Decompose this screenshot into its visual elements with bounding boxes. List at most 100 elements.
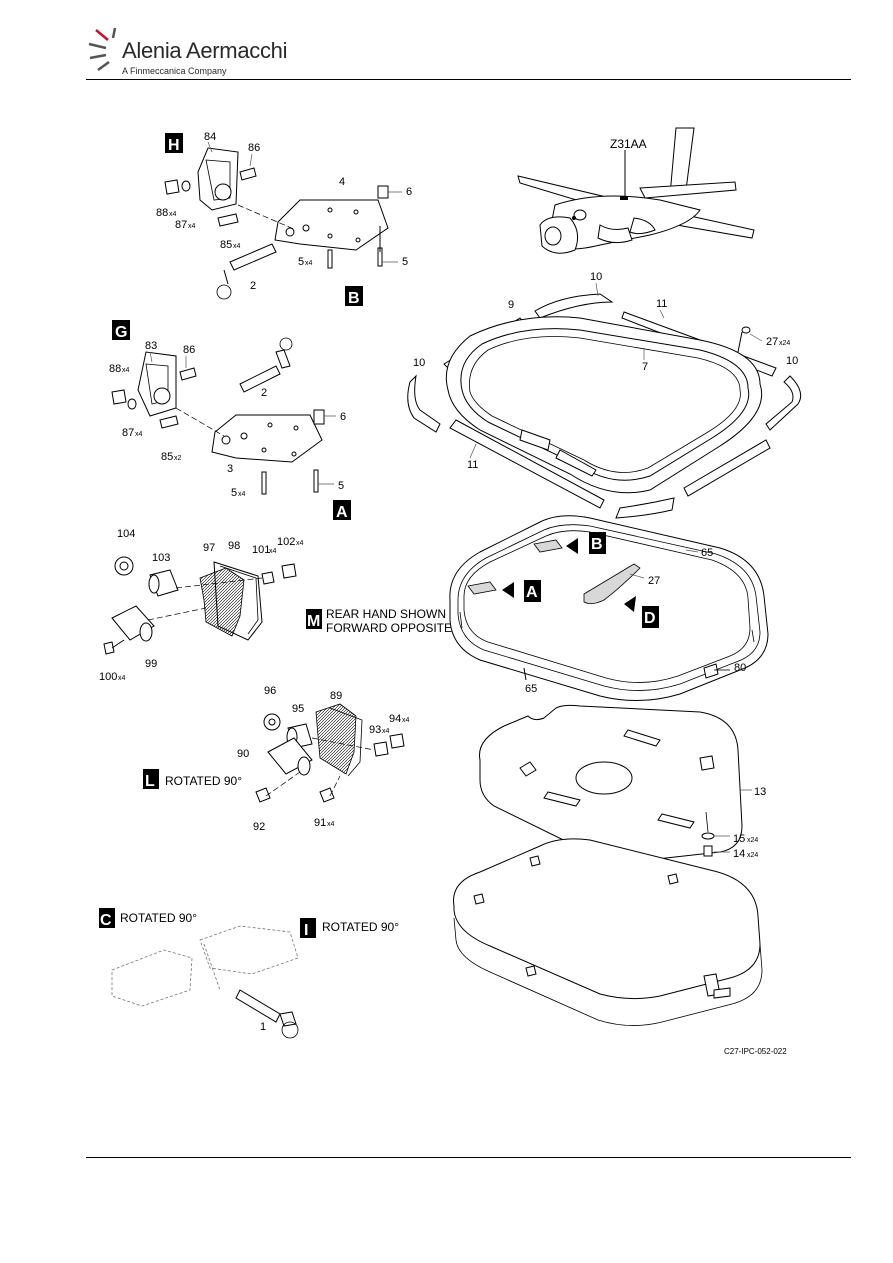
callout-27-door: 27 [648, 575, 660, 587]
callout-97: 97 [203, 542, 215, 554]
callout-88-h-qty: x4 [169, 211, 177, 218]
seal-frame-assembly [407, 293, 802, 519]
callout-85-g: 85 [161, 451, 173, 463]
callout-83: 83 [145, 340, 157, 352]
callout-10-right: 10 [786, 355, 798, 367]
view-letter-i-box [300, 918, 316, 938]
callout-91: 91 [314, 817, 326, 829]
callout-14-qty: x24 [747, 852, 758, 859]
callout-91-qty: x4 [327, 821, 335, 828]
callout-100: 100 [99, 671, 117, 683]
view-letter-i: I [304, 922, 308, 939]
brand-logo [86, 24, 286, 80]
callout-5-b-right: 5 [402, 256, 408, 268]
view-l-assembly [255, 703, 405, 803]
view-letter-l: L [145, 773, 155, 790]
backing-plate [479, 704, 752, 861]
bottom-frame [453, 838, 763, 1026]
callout-27-screw: 27 [766, 336, 778, 348]
callout-95: 95 [292, 703, 304, 715]
callout-2-g: 2 [261, 387, 267, 399]
view-letter-g-box [112, 320, 130, 340]
caption-l: ROTATED 90° [165, 774, 242, 788]
arrow-b-icon [566, 538, 578, 554]
callout-99: 99 [145, 658, 157, 670]
callout-103: 103 [152, 552, 170, 564]
callout-10-left: 10 [413, 357, 425, 369]
callout-86-h: 86 [248, 142, 260, 154]
callout-102-qty: x4 [296, 540, 304, 547]
callout-87-g: 87 [122, 427, 134, 439]
footer-rule [86, 1157, 851, 1158]
header-rule [86, 79, 851, 80]
arrow-a-icon [502, 582, 514, 598]
callout-88-g: 88 [109, 363, 121, 375]
view-letter-l-box [143, 769, 159, 789]
view-letter-b-box [345, 286, 363, 306]
callout-3: 3 [227, 463, 233, 475]
callout-89: 89 [330, 690, 342, 702]
view-letter-b-door-box [589, 532, 606, 554]
caption-m-line1: REAR HAND SHOWN [326, 607, 446, 621]
callout-98: 98 [228, 540, 240, 552]
view-letter-b-door: B [591, 536, 603, 553]
callout-11-bottom: 11 [467, 459, 478, 471]
callout-11-top: 11 [656, 298, 667, 310]
callout-4: 4 [339, 176, 345, 188]
callout-86-g: 86 [183, 344, 195, 356]
aircraft-locator [517, 127, 755, 254]
view-letter-a-door-box [524, 580, 541, 602]
brand-name: Alenia Aermacchi [122, 38, 288, 63]
callout-101: 101 [252, 544, 270, 556]
callout-102: 102 [277, 536, 295, 548]
aircraft-code: Z31AA [610, 137, 647, 151]
callout-9: 9 [508, 299, 514, 311]
callout-96: 96 [264, 685, 276, 697]
view-letter-d: D [644, 610, 656, 627]
callout-92: 92 [253, 821, 265, 833]
callout-65-top: 65 [701, 547, 713, 559]
view-letter-c: C [100, 912, 112, 929]
callout-65-bottom: 65 [525, 683, 537, 695]
caption-m-line2: FORWARD OPPOSITE [326, 621, 452, 635]
view-letter-d-box [642, 606, 659, 628]
callout-13: 13 [754, 786, 766, 798]
callout-80: 80 [734, 662, 746, 674]
callout-1: 1 [260, 1021, 266, 1033]
callout-93: 93 [369, 724, 381, 736]
view-letter-h-box [165, 133, 183, 153]
door-panel-assembly [449, 515, 769, 701]
callout-14: 14 [733, 848, 745, 860]
view-g-assembly [111, 337, 325, 495]
callout-87-h-qty: x4 [188, 223, 196, 230]
arrow-d-icon [624, 596, 636, 612]
callout-101-qty: x4 [269, 548, 277, 555]
callout-100-qty: x4 [118, 675, 126, 682]
view-h-assembly [164, 147, 389, 300]
view-letter-m: M [307, 613, 320, 630]
view-letter-a: A [336, 504, 348, 521]
caption-c: ROTATED 90° [120, 911, 197, 925]
callout-27-screw-qty: x24 [779, 340, 790, 347]
callout-5-b-left: 5 [298, 256, 304, 268]
callout-94-qty: x4 [402, 717, 410, 724]
callout-85-h: 85 [220, 239, 232, 251]
callout-88-g-qty: x4 [122, 367, 130, 374]
view-m-assembly [103, 556, 297, 655]
callout-5-a-left-qty: x4 [238, 491, 246, 498]
view-letter-a-door: A [526, 584, 538, 601]
callout-6-b: 6 [406, 186, 412, 198]
logo-mark-icon [88, 27, 117, 72]
callout-2-h: 2 [250, 280, 256, 292]
view-c-i-assembly [111, 925, 299, 1039]
callout-5-a-left: 5 [231, 487, 237, 499]
callout-87-g-qty: x4 [135, 431, 143, 438]
callout-87-h: 87 [175, 219, 187, 231]
callout-6-a: 6 [340, 411, 346, 423]
brand-subtitle: A Finmeccanica Company [122, 66, 227, 76]
callout-104: 104 [117, 528, 135, 540]
callout-85-g-qty: x2 [174, 455, 182, 462]
callout-5-a-right: 5 [338, 480, 344, 492]
figure-code: C27-IPC-052-022 [724, 1047, 787, 1056]
view-letter-b: B [348, 290, 360, 307]
